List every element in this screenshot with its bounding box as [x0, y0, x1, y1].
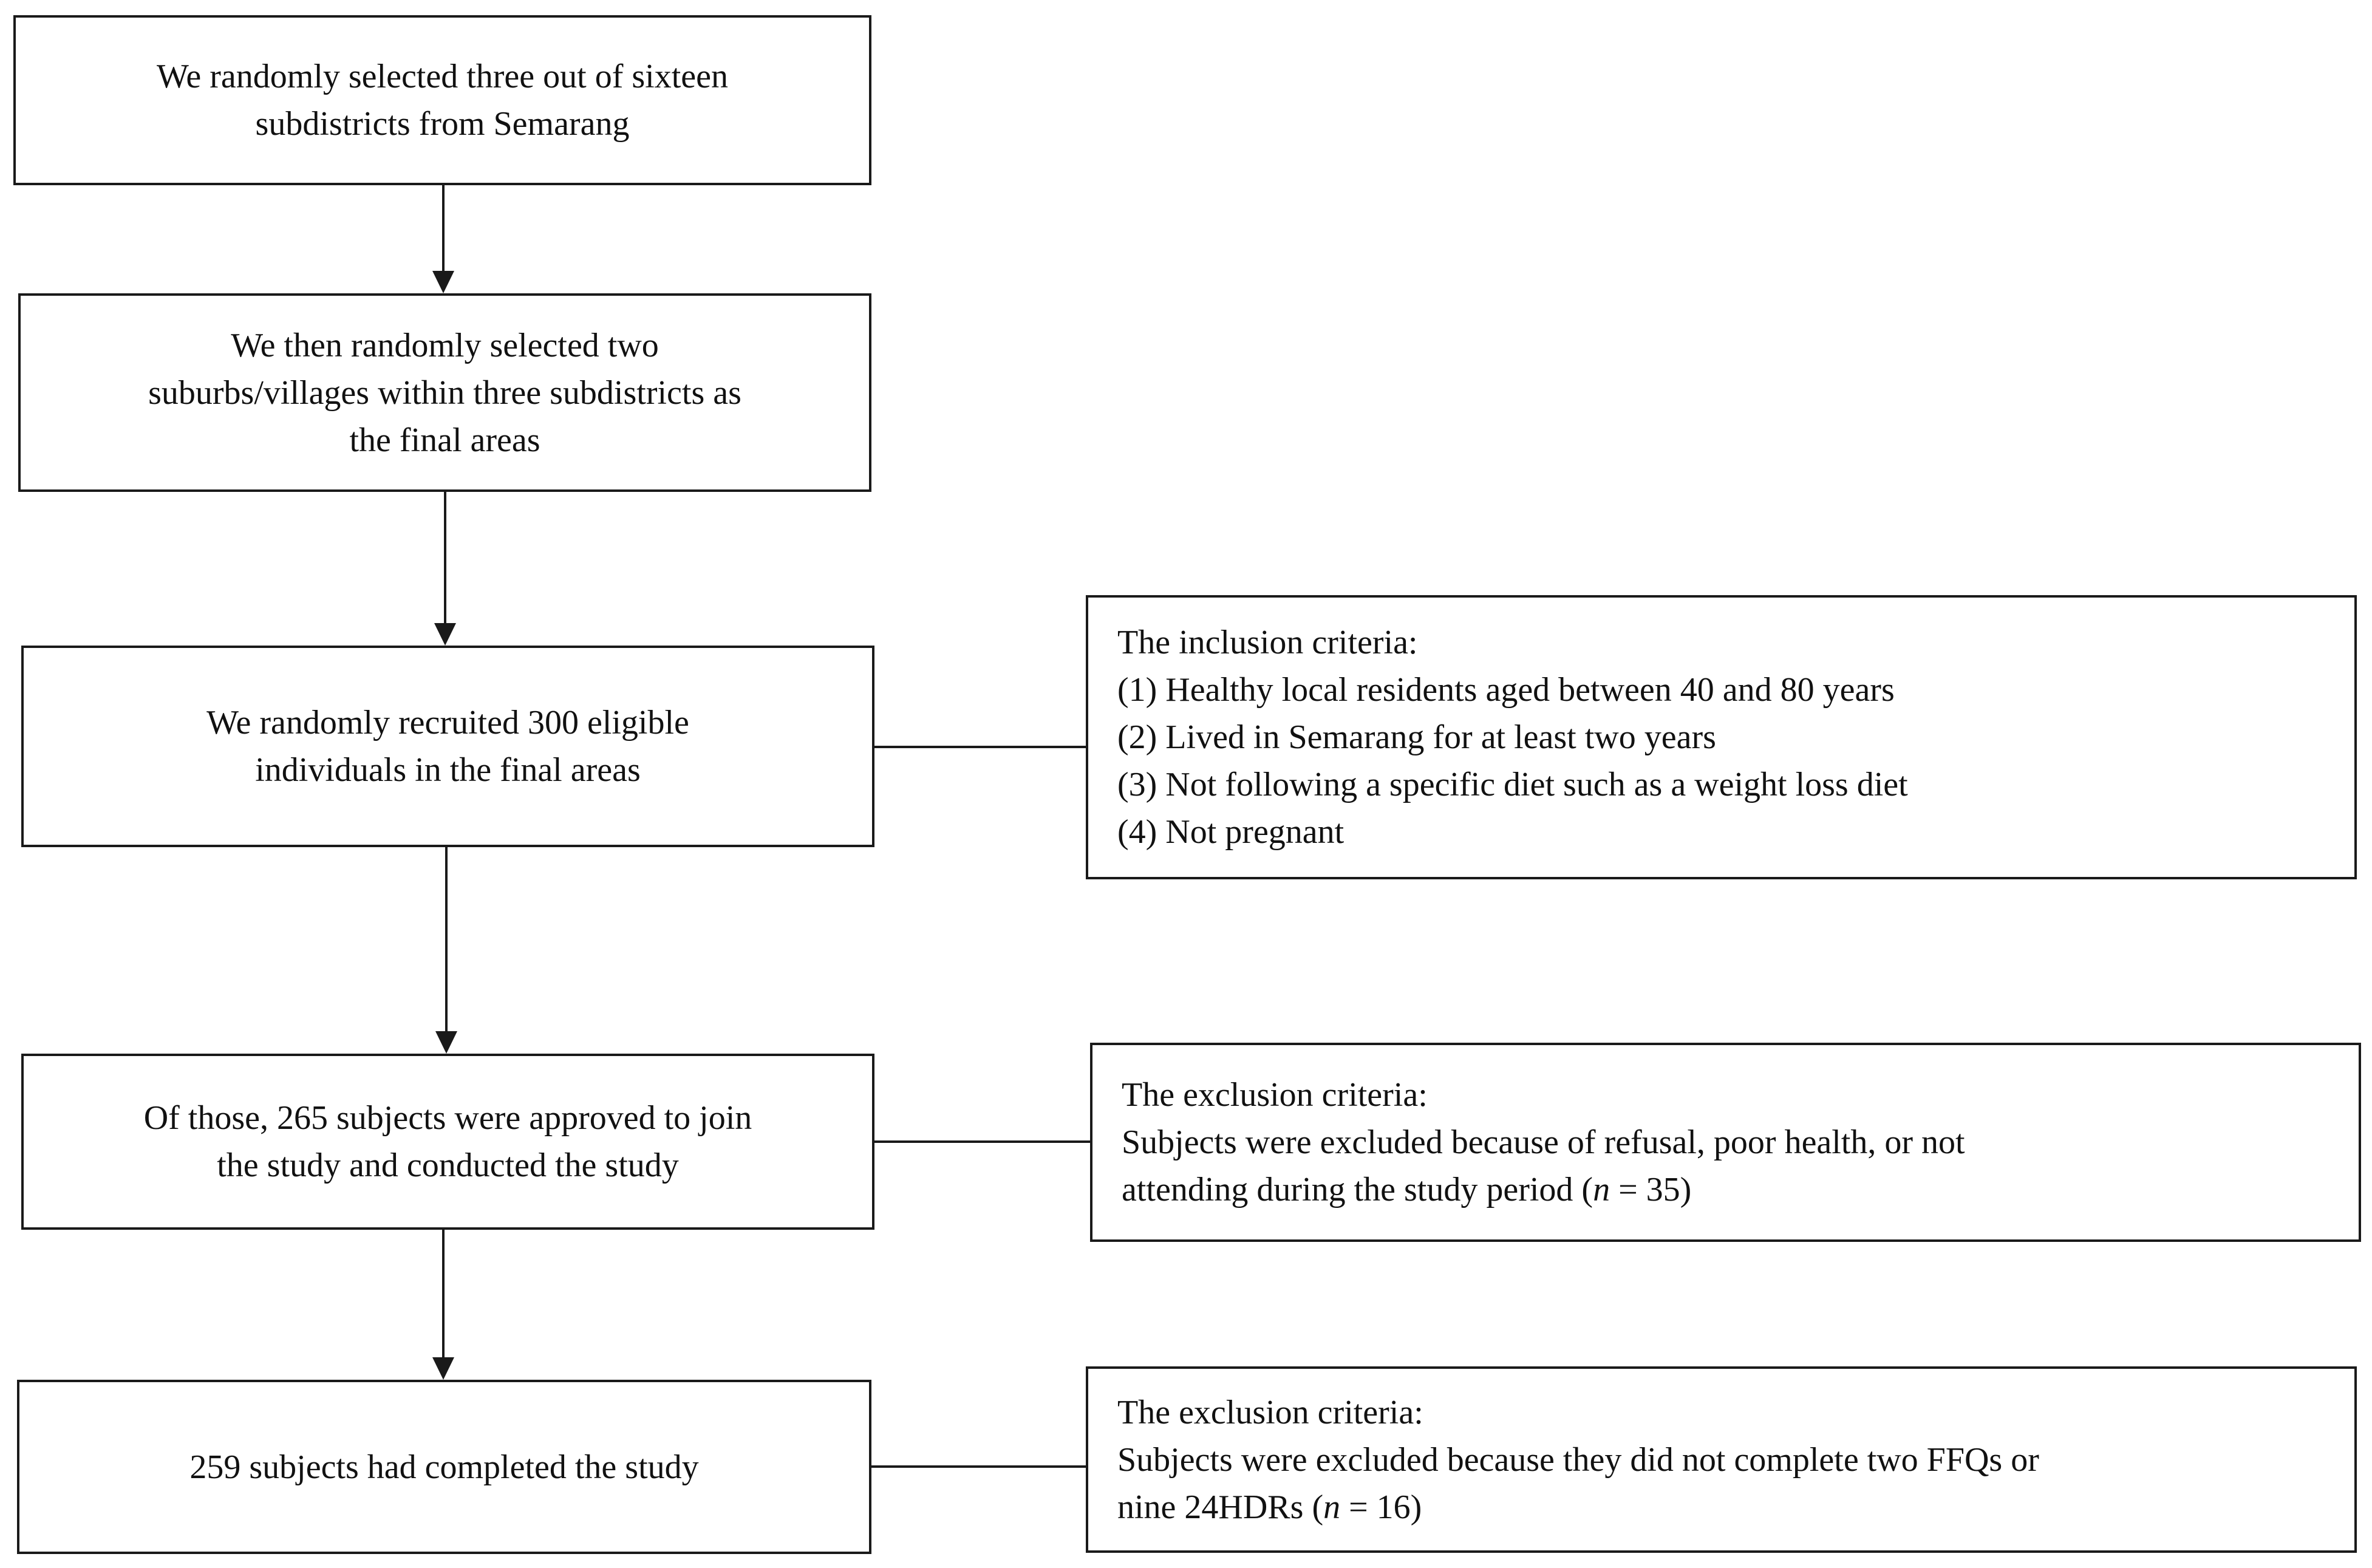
n-symbol: n: [1323, 1488, 1341, 1526]
criteria-heading: The exclusion criteria:: [1122, 1076, 1428, 1114]
step-recruit-individuals: We randomly recruited 300 eligible indiv…: [21, 646, 874, 847]
n-value: = 35): [1610, 1171, 1692, 1208]
criteria-text: attending during the study period (n = 3…: [1122, 1166, 2329, 1213]
step-select-villages: We then randomly selected two suburbs/vi…: [18, 293, 871, 492]
exclusion-criteria-box-incomplete: The exclusion criteria: Subjects were ex…: [1086, 1366, 2357, 1553]
exclusion-criteria-box-refusal: The exclusion criteria: Subjects were ex…: [1090, 1043, 2361, 1242]
n-symbol: n: [1593, 1171, 1610, 1208]
step-text-line: We randomly selected three out of sixtee…: [157, 58, 728, 95]
arrow-step2-to-step3: [434, 492, 456, 646]
criteria-text: nine 24HDRs (n = 16): [1117, 1484, 2325, 1531]
step-text-line: individuals in the final areas: [255, 751, 641, 789]
criteria-heading: The inclusion criteria:: [1117, 624, 1418, 661]
criteria-item: (1) Healthy local residents aged between…: [1117, 671, 1895, 709]
step-approved-subjects: Of those, 265 subjects were approved to …: [21, 1054, 874, 1230]
step-text-line: We then randomly selected two: [231, 326, 659, 364]
arrow-step1-to-step2: [432, 185, 454, 293]
criteria-item: (3) Not following a specific diet such a…: [1117, 766, 1908, 803]
n-value: = 16): [1340, 1488, 1422, 1526]
criteria-text: Subjects were excluded because of refusa…: [1122, 1123, 1965, 1161]
criteria-text-main: attending during the study period (: [1122, 1171, 1593, 1208]
step-completed-subjects: 259 subjects had completed the study: [17, 1380, 871, 1554]
inclusion-criteria-box: The inclusion criteria: (1) Healthy loca…: [1086, 595, 2357, 879]
step-text-line: suburbs/villages within three subdistric…: [148, 373, 741, 412]
step-text-line: the final areas: [349, 421, 540, 459]
step-text-line: Of those, 265 subjects were approved to …: [143, 1099, 752, 1137]
step-text-line: subdistricts from Semarang: [255, 105, 630, 143]
arrow-step3-to-step4: [435, 847, 457, 1054]
criteria-item: (2) Lived in Semarang for at least two y…: [1117, 718, 1716, 756]
step-text-line: We randomly recruited 300 eligible: [206, 704, 689, 741]
step-text-line: 259 subjects had completed the study: [189, 1448, 699, 1486]
arrow-step4-to-step5: [432, 1230, 454, 1380]
criteria-item: (4) Not pregnant: [1117, 813, 1344, 851]
criteria-heading: The exclusion criteria:: [1117, 1393, 1423, 1431]
criteria-text: Subjects were excluded because they did …: [1117, 1440, 2039, 1479]
step-select-subdistricts: We randomly selected three out of sixtee…: [13, 15, 871, 185]
criteria-text-main: nine 24HDRs (: [1117, 1488, 1324, 1526]
step-text-line: the study and conducted the study: [217, 1147, 679, 1184]
